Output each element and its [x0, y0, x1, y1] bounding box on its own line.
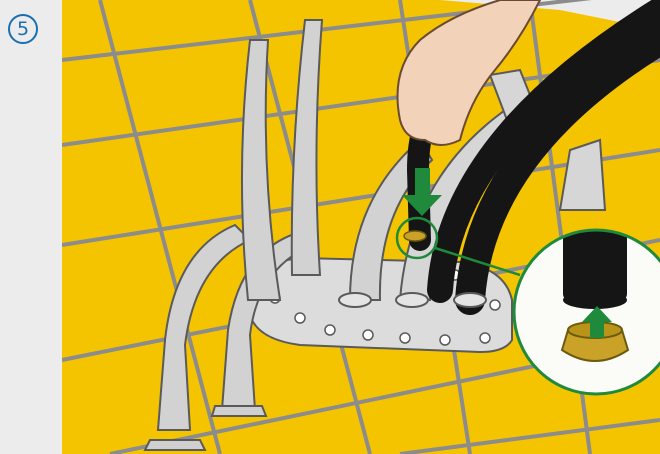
gold-fitting: [404, 231, 426, 241]
step-number-badge: 5: [8, 14, 38, 44]
left-margin: [0, 0, 62, 454]
zoom-hose-end: [563, 291, 627, 309]
tube-sockets: [339, 293, 486, 307]
